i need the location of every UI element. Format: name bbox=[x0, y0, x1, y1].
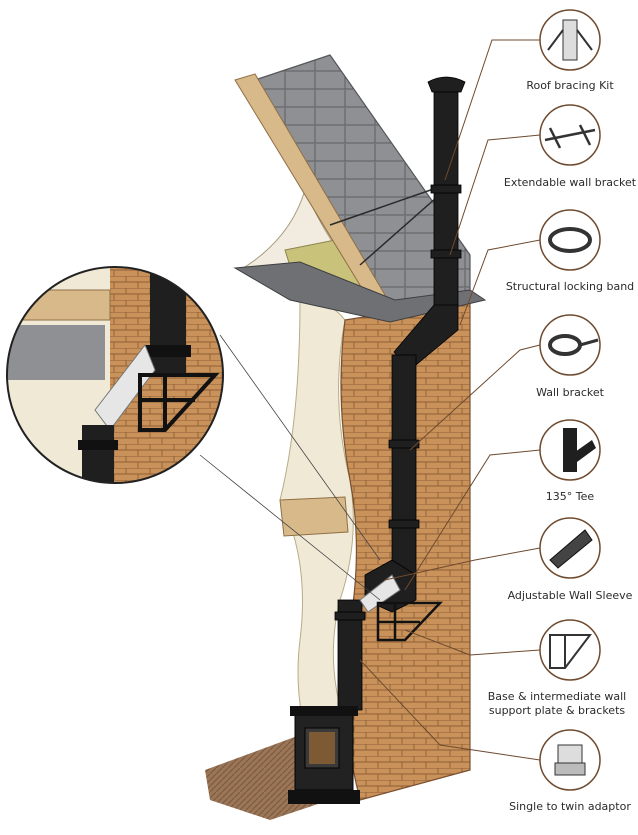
tee-icon bbox=[539, 419, 601, 481]
flue-pipe bbox=[334, 76, 466, 711]
roof-ridge bbox=[233, 261, 487, 323]
label-extendable-wall-bracket: Extendable wall bracket bbox=[503, 176, 637, 189]
detail-magnifier bbox=[6, 266, 381, 601]
label-adjustable-wall-sleeve: Adjustable Wall Sleeve bbox=[507, 589, 633, 602]
wall-bracket-icon bbox=[539, 314, 601, 376]
wall-sleeve bbox=[359, 574, 401, 613]
wall-sleeve-icon bbox=[539, 517, 601, 579]
label-single-to-twin-adaptor: Single to twin adaptor bbox=[509, 800, 631, 813]
support-bracket bbox=[376, 601, 443, 642]
leader-lines bbox=[359, 39, 541, 761]
label-roof-bracing-kit: Roof bracing Kit bbox=[526, 79, 614, 92]
label-structural-locking-band: Structural locking band bbox=[505, 280, 635, 293]
label-support-plate-line2: support plate & brackets bbox=[488, 704, 626, 717]
timber-ledge bbox=[279, 496, 349, 537]
roof-bracing-stays bbox=[329, 184, 446, 266]
roof-bracing-icon bbox=[539, 9, 601, 71]
label-support-plate-line1: Base & intermediate wall bbox=[487, 690, 627, 703]
locking-band-icon bbox=[539, 209, 601, 271]
support-plate-icon bbox=[539, 619, 601, 681]
label-wall-bracket: Wall bracket bbox=[536, 386, 604, 399]
label-tee-135: 135° Tee bbox=[545, 490, 595, 503]
wood-stove bbox=[288, 706, 360, 804]
label-support-plate-brackets: Base & intermediate wall support plate &… bbox=[478, 690, 636, 718]
adaptor-icon bbox=[539, 729, 601, 791]
extendable-bracket-icon bbox=[539, 104, 601, 166]
